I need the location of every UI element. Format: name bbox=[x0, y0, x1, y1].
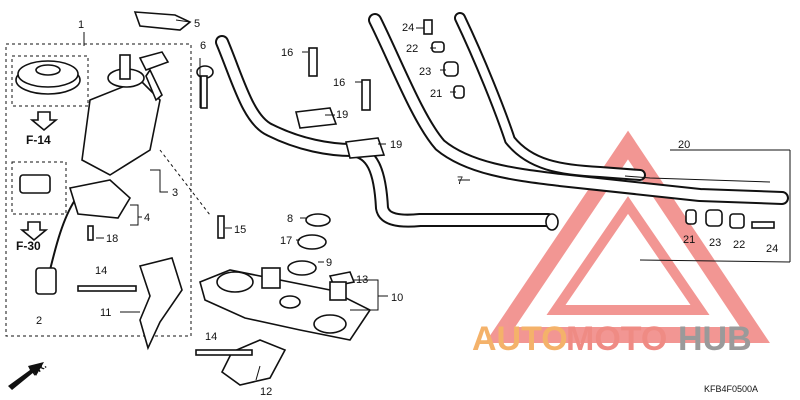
watermark-auto: AUTO bbox=[472, 320, 568, 358]
callout-5: 5 bbox=[194, 18, 200, 30]
callout-15: 15 bbox=[234, 224, 246, 236]
callout-23: 23 bbox=[709, 237, 721, 249]
callout-12: 12 bbox=[260, 386, 272, 398]
callout-24: 24 bbox=[766, 243, 778, 255]
top-bridge bbox=[199, 267, 372, 341]
callout-24: 24 bbox=[402, 22, 414, 34]
ignition-switch bbox=[81, 51, 170, 176]
bolt bbox=[87, 225, 94, 241]
bolt bbox=[77, 285, 137, 292]
connector bbox=[19, 174, 51, 194]
connector-box bbox=[11, 161, 67, 215]
nut bbox=[297, 234, 327, 250]
callout-17: 17 bbox=[280, 235, 292, 247]
fuel-cap bbox=[15, 60, 81, 95]
bolt bbox=[361, 79, 371, 111]
callout-9: 9 bbox=[326, 257, 332, 269]
key-icon bbox=[196, 65, 214, 109]
callout-8: 8 bbox=[287, 213, 293, 225]
watermark-triangle bbox=[484, 130, 770, 343]
callout-19: 19 bbox=[336, 109, 348, 121]
callout-4: 4 bbox=[144, 212, 150, 224]
callout-23: 23 bbox=[419, 66, 431, 78]
handlebar-holder-upper bbox=[345, 137, 386, 159]
handlebar-left bbox=[217, 37, 553, 226]
callout-14: 14 bbox=[205, 331, 217, 343]
fuel-cap-box bbox=[11, 55, 89, 107]
bracket bbox=[138, 257, 183, 351]
callout-1: 1 bbox=[78, 19, 84, 31]
callout-2: 2 bbox=[36, 315, 42, 327]
cap bbox=[305, 213, 331, 227]
callout-18: 18 bbox=[106, 233, 118, 245]
callout-20: 20 bbox=[678, 139, 690, 151]
handlebar-holder-upper bbox=[295, 107, 338, 129]
bar-end-parts-right bbox=[685, 209, 775, 229]
callout-16: 16 bbox=[333, 77, 345, 89]
down-arrow-icon bbox=[29, 111, 59, 132]
callout-14: 14 bbox=[95, 265, 107, 277]
watermark-hub: HUB bbox=[678, 320, 752, 358]
handlebar-rear-outline bbox=[454, 12, 646, 181]
callout-16: 16 bbox=[281, 47, 293, 59]
wire-harness bbox=[49, 199, 76, 271]
front-arrow-icon bbox=[8, 362, 44, 390]
handlebar-rear bbox=[456, 14, 644, 179]
callout-19: 19 bbox=[390, 139, 402, 151]
callout-11: 11 bbox=[100, 307, 111, 319]
callout-13: 13 bbox=[356, 274, 368, 286]
washer bbox=[287, 260, 317, 276]
ref-f30: F-30 bbox=[16, 239, 41, 253]
callout-6: 6 bbox=[200, 40, 206, 52]
down-arrow-icon bbox=[19, 221, 49, 242]
front-label: FR. bbox=[29, 360, 49, 378]
watermark-logo: AUTO MOTO HUB bbox=[472, 320, 752, 358]
callout-10: 10 bbox=[391, 292, 403, 304]
callout-7: 7 bbox=[457, 175, 463, 187]
handlebar-end bbox=[545, 213, 559, 231]
handlebar-right bbox=[370, 15, 787, 203]
callout-22: 22 bbox=[733, 239, 745, 251]
bolt bbox=[217, 215, 225, 239]
bracket bbox=[220, 339, 287, 386]
top-bracket bbox=[133, 11, 192, 31]
switch-cover bbox=[68, 179, 132, 219]
wire-connector bbox=[35, 267, 57, 295]
ref-f14: F-14 bbox=[26, 133, 51, 147]
callout-21: 21 bbox=[683, 234, 695, 246]
callout-3: 3 bbox=[172, 187, 178, 199]
diagram-code: KFB4F0500A bbox=[704, 384, 758, 394]
bolt bbox=[308, 47, 318, 77]
callout-22: 22 bbox=[406, 43, 418, 55]
watermark-moto: MOTO bbox=[566, 320, 667, 358]
bar-end-parts-top bbox=[423, 19, 465, 99]
bolt bbox=[195, 349, 253, 356]
callout-21: 21 bbox=[430, 88, 442, 100]
